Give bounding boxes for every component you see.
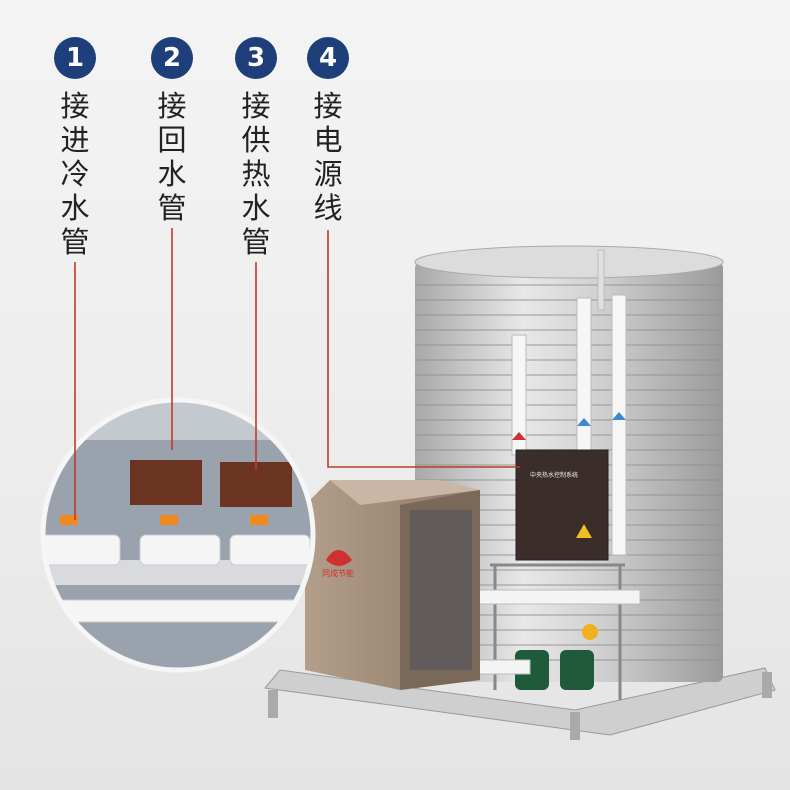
callout-1: 1 接进冷水管: [47, 37, 103, 259]
callout-4: 4 接电源线: [300, 37, 356, 225]
arrow-blue-2: [612, 412, 626, 420]
callout-number-badge: 1: [54, 37, 96, 79]
leader-lines: [74, 228, 520, 520]
control-box-title: 中央热水控制系统: [529, 472, 578, 479]
callout-2: 2 接回水管: [144, 37, 200, 225]
unit-brand-label: 同成节能: [322, 569, 354, 578]
callout-label: 接供热水管: [241, 89, 271, 259]
callout-number-badge: 4: [307, 37, 349, 79]
callout-number-badge: 2: [151, 37, 193, 79]
heat-pump-unit: [305, 480, 480, 690]
callout-label: 接回水管: [157, 89, 187, 225]
base-frame: [264, 667, 776, 740]
zoom-detail: [40, 397, 316, 673]
callout-label: 接电源线: [313, 89, 343, 225]
control-box: [515, 449, 609, 561]
arrow-red: [512, 432, 526, 440]
arrow-blue: [577, 418, 591, 426]
callout-label: 接进冷水管: [60, 89, 90, 259]
callout-3: 3 接供热水管: [228, 37, 284, 259]
callout-number-badge: 3: [235, 37, 277, 79]
